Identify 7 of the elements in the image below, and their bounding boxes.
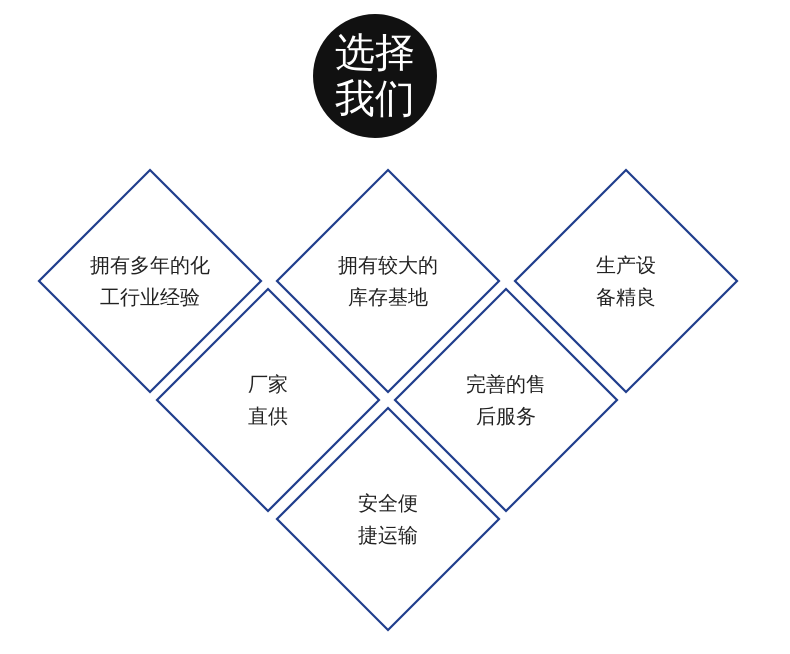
diamond-label: 拥有较大的库存基地 — [337, 252, 439, 311]
diamond-label: 安全便捷运输 — [357, 490, 419, 549]
diamond-label: 完善的售后服务 — [465, 371, 547, 430]
title-text: 选择我们 — [334, 30, 416, 122]
diamond-label: 厂家直供 — [247, 371, 289, 430]
diamond-label: 生产设备精良 — [595, 252, 657, 311]
diamond-label: 拥有多年的化工行业经验 — [89, 252, 211, 311]
